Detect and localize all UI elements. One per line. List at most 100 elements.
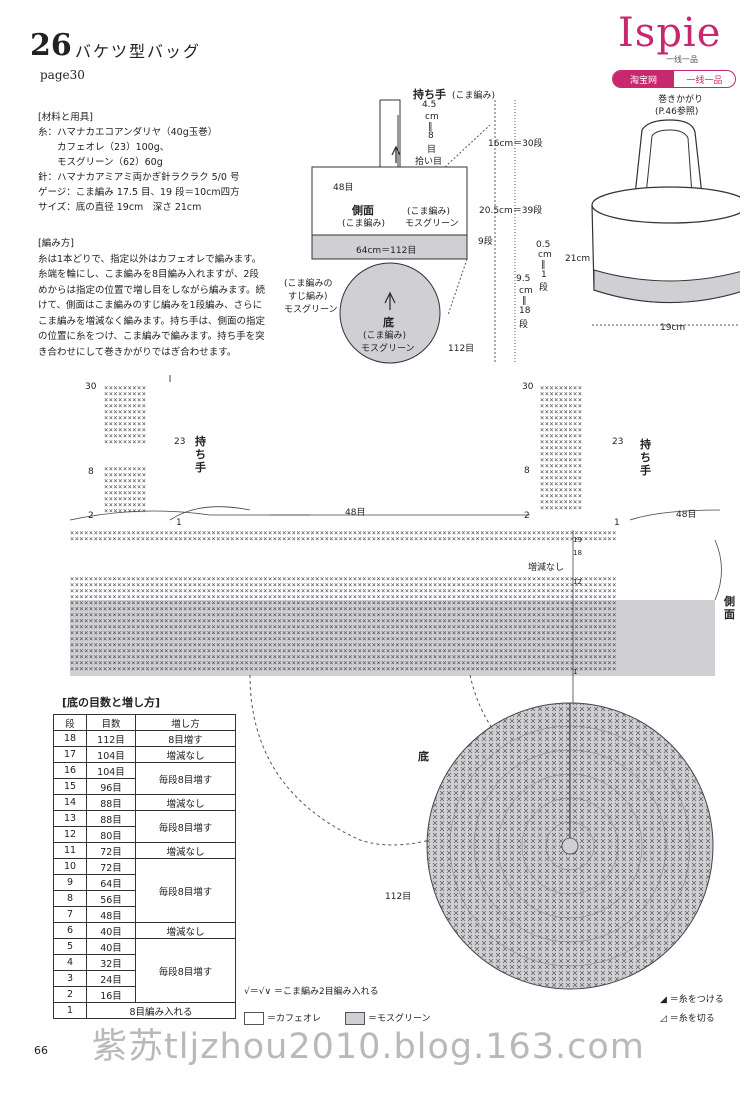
row-num: 1 [53,1002,87,1019]
row-30-mark-right: 30 [522,382,534,392]
row-num: 8 [53,890,87,907]
row-2-mark-right: 2 [524,511,530,521]
schem-handle-sub: (こま編み) [452,91,496,101]
schem-dim-small-rows: 1 [541,270,547,280]
materials-line: モスグリーン（62）60g [38,157,163,168]
schem-dim-base-unit: cm [519,286,533,296]
schem-side-color: (こま編み) [407,207,451,217]
row-23-mark-right: 23 [612,437,624,447]
brand-tag: 淘宝网 一线一品 [612,70,736,88]
legend-cut: ◿ ＝糸を切る [660,1011,715,1024]
row-num: 4 [53,954,87,971]
schem-dim-base-eq: ‖ [522,296,527,306]
row-30-mark: 30 [85,382,97,392]
chart-base-48-left: 48目 [345,508,366,518]
row-count: 24目 [86,970,136,987]
row-count: 72目 [86,858,136,875]
row-1-mark: 1 [176,518,182,528]
schem-dim-small-eq: ‖ [541,260,546,270]
schem-pickup: 拾い目 [415,157,443,167]
row-count: 104目 [86,762,136,779]
schem-handle-width: 4.5 [422,100,437,110]
cafe-swatch [244,1012,264,1025]
row-count: 56目 [86,890,136,907]
legend-increase-text: ＝こま編み2目編み入れる [273,987,379,997]
bag-illustration [591,119,740,326]
table-header: 増し方 [135,714,236,731]
row-method: 増減なし [135,746,236,763]
row-count: 8目編み入れる [86,1002,236,1019]
materials-line: カフェオレ（23）100g、 [38,142,170,153]
watermark: 紫苏tljzhou2010.blog.163.com [92,1027,645,1067]
chart-side-label: 側面 [724,595,735,621]
row-num: 17 [53,746,87,763]
table-title: [底の目数と増し方] [62,696,161,709]
chart-row-mark: 12 [573,578,582,586]
schem-side-color2: モスグリーン [405,219,459,229]
schem-band-note: モスグリーン [284,305,338,315]
illus-diameter: 19cm [660,323,686,333]
materials-line: 針：ハマナカアミアミ両かぎ針ラクラク 5/0 号 [38,172,240,183]
brand-logo: Ispie [618,10,722,56]
row-count: 40目 [86,922,136,939]
handle-chart-left-top: ××××××××× ××××××××× ××××××××× ××××××××× … [104,385,147,445]
brand-tag-left: 淘宝网 [613,71,674,87]
schem-handle-label: 持ち手 [413,88,446,101]
schem-dim-small-unit: cm [538,250,552,260]
page-number: 66 [34,1044,48,1057]
schem-dim-small: 0.5 [536,240,551,250]
row-num: 5 [53,938,87,955]
increase-symbol-icon: √＝√∨ [244,987,272,997]
row-num: 10 [53,858,87,875]
row-num: 14 [53,794,87,811]
chart-base-count: 112目 [385,892,412,902]
chart-base-label: 底 [418,750,429,763]
method-section: [編み方] 糸は1本どりで、指定以外はカフェオレで編みます。糸端を輪にし、こま編… [38,236,268,360]
illus-height: 21cm [565,254,591,264]
row-count: 16目 [86,986,136,1003]
pattern-number: 26 [30,28,72,63]
row-count: 48目 [86,906,136,923]
side-chart-middle: ××××××××××××××××××××××××××××××××××××××××… [70,576,617,598]
chart-base-48-right: 48目 [676,510,697,520]
materials-line: ゲージ：こま編み 17.5 目、19 段＝10cm四方 [38,187,240,198]
moss-swatch [345,1012,365,1025]
row-23-mark: 23 [174,437,186,447]
materials-line: サイズ：底の直径 19cm 深さ 21cm [38,202,202,213]
materials-line: 糸：ハマナカエコアンダリヤ（40g玉巻） [38,127,218,138]
row-num: 12 [53,826,87,843]
schem-handle-width-unit: cm [425,112,439,122]
row-method: 8目増す [135,730,236,747]
materials-heading: [材料と用具] [38,112,93,123]
row-method: 増減なし [135,922,236,939]
legend-cut-text: ＝糸を切る [669,1014,715,1024]
legend-cafe-text: ＝カフェオレ [267,1014,322,1024]
row-method: 毎段8目増す [135,858,236,923]
schem-handle-eq: ‖ [428,122,433,132]
row-method: 毎段8目増す [135,810,236,843]
row-count: 88目 [86,810,136,827]
row-count: 104目 [86,746,136,763]
legend-increase: √＝√∨ ＝こま編み2目編み入れる [244,984,379,997]
page-reference: page30 [40,68,85,82]
pattern-title: バケツ型バッグ [75,42,202,61]
chart-row-mark: 1 [573,668,578,676]
schem-dim-base-rows: 18 [519,306,531,316]
bag-schematic [311,99,516,364]
row-count: 112目 [86,730,136,747]
row-method: 毎段8目増す [135,762,236,795]
row-count: 40目 [86,938,136,955]
brand-subtitle: 一线一品 [666,55,698,64]
row-num: 3 [53,970,87,987]
row-num: 9 [53,874,87,891]
